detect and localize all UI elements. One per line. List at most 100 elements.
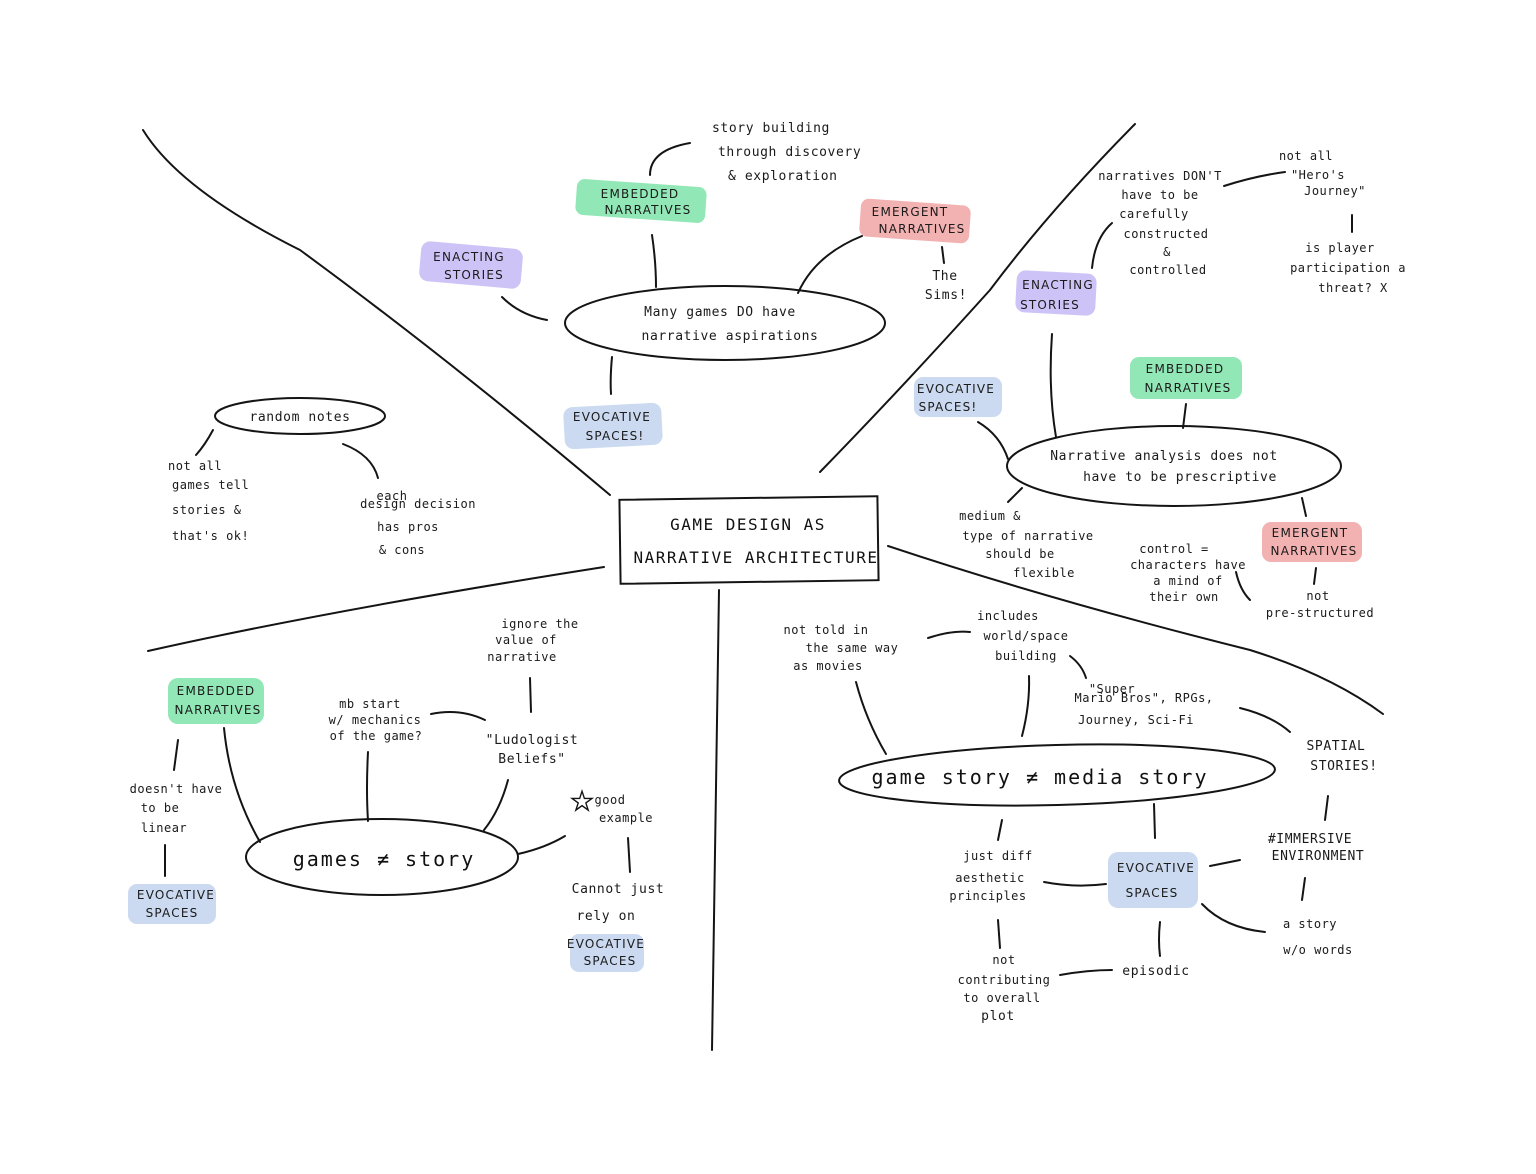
- center-title-line1: GAME DESIGN AS: [670, 515, 826, 534]
- random-notes-oval: [214, 397, 386, 435]
- linear-l2: to be: [141, 801, 180, 815]
- threat-l3: threat? X: [1318, 281, 1388, 295]
- notpre-l2: pre-structured: [1266, 606, 1374, 620]
- sims-l1: The: [932, 269, 957, 284]
- connector-nottold: [855, 681, 887, 755]
- connector-notpre: [1313, 567, 1317, 585]
- connector-sims: [941, 246, 945, 264]
- connector-enacting-top: [501, 296, 548, 321]
- connector-nottold-includes: [927, 630, 971, 639]
- connector-notall: [195, 429, 214, 456]
- nottold-l2: the same way: [806, 641, 899, 655]
- top-quadrant: Many games DO have narrative aspirations…: [419, 121, 971, 450]
- ignore-l1: ignore the: [501, 617, 578, 631]
- super-l1: "Super: [1089, 682, 1135, 696]
- threat-l1: is player: [1305, 241, 1375, 255]
- games-story-label: games ≠ story: [293, 847, 476, 871]
- nottold-l3: as movies: [793, 659, 863, 673]
- emergent-highlight-right: [1262, 522, 1362, 562]
- spatial-l1: SPATIAL: [1307, 739, 1366, 754]
- center-topic: GAME DESIGN AS NARRATIVE ARCHITECTURE: [618, 495, 880, 585]
- connector-enacting-right: [1049, 333, 1057, 438]
- center-box: [618, 495, 880, 585]
- medium-l4: flexible: [1013, 566, 1075, 580]
- connector-mechanics-ludo: [430, 711, 486, 721]
- cant-l1: Cannot just: [572, 882, 665, 897]
- notall-l3: stories &: [172, 503, 242, 517]
- each-l2: design decision: [360, 497, 476, 511]
- embedded-top-l1: EMBEDDED: [601, 187, 680, 201]
- sims-l2: Sims!: [925, 288, 967, 303]
- embedded-highlight-right: [1130, 357, 1242, 399]
- connector-evocative-immersive: [1209, 859, 1241, 867]
- bottom-right-quadrant: game story ≠ media story not told in the…: [784, 609, 1378, 1024]
- ignore-l2: value of: [495, 633, 557, 647]
- connector-notcontrib-episodic: [1059, 969, 1113, 976]
- bottom-left-quadrant: games ≠ story ignore the value of narrat…: [128, 617, 664, 972]
- threat-l2: participation a: [1290, 261, 1406, 275]
- embedded-right-l2: NARRATIVES: [1145, 381, 1232, 395]
- divider-top-left: [142, 129, 611, 496]
- includes-l1: includes: [977, 609, 1039, 623]
- evocative-highlight-bl: [128, 884, 216, 924]
- connector-embedded-top: [651, 234, 657, 288]
- connector-mechanics: [366, 751, 369, 822]
- divider-lines: [142, 123, 1384, 1051]
- connector-embedded-right: [1182, 403, 1187, 429]
- each-l3: has pros: [377, 520, 439, 534]
- games-story-oval: [245, 818, 519, 896]
- medium-l3: should be: [985, 547, 1055, 561]
- connector-embedded-bl: [223, 727, 261, 843]
- game-story-label: game story ≠ media story: [872, 765, 1209, 789]
- ignore-l3: narrative: [487, 650, 557, 664]
- embedded-top-l2: NARRATIVES: [605, 203, 692, 217]
- connector-evocative-astory: [1201, 903, 1266, 933]
- each-l1: each: [377, 489, 408, 503]
- right-main-l1: Narrative analysis does not: [1050, 449, 1278, 464]
- nottold-l1: not told in: [784, 623, 869, 637]
- evocative-highlight-bl2: [570, 934, 644, 972]
- connector-linear-top: [173, 739, 179, 771]
- dont-l2: have to be: [1121, 188, 1198, 202]
- connector-ignore: [529, 677, 532, 713]
- divider-bottom-center: [711, 589, 720, 1051]
- embedded-highlight-bl: [168, 678, 264, 724]
- super-l3: Journey, Sci-Fi: [1078, 713, 1194, 727]
- connector-cant: [627, 837, 631, 873]
- evocative-br-l2: SPACES: [1126, 886, 1179, 900]
- connector-evocative-right: [977, 421, 1009, 460]
- evocative-top-l2: SPACES!: [586, 429, 645, 443]
- ludo-l2: Beliefs": [498, 752, 565, 767]
- connector-notcontrib: [997, 919, 1001, 949]
- justdiff-l2: aesthetic: [955, 871, 1025, 885]
- top-main-oval: [564, 285, 886, 361]
- notpre-l1: not: [1306, 589, 1329, 603]
- enacting-highlight-right: [1015, 270, 1097, 316]
- mechanics-l2: w/ mechanics: [329, 713, 422, 727]
- evocative-right-l1: EVOCATIVE: [917, 382, 995, 396]
- notall-l2: games tell: [172, 478, 249, 492]
- notcontrib-l1: not: [992, 953, 1015, 967]
- evocative-highlight-br: [1108, 852, 1198, 908]
- star-icon: ★: [570, 787, 593, 817]
- story-building-l1: story building: [712, 121, 830, 136]
- notall-l4: that's ok!: [172, 529, 249, 543]
- spatial-l2: STORIES!: [1310, 759, 1377, 774]
- connector-story-building: [649, 142, 691, 176]
- each-l4: & cons: [379, 543, 425, 557]
- dont-l4: constructed: [1124, 227, 1209, 241]
- connector-ludo: [483, 779, 509, 831]
- evocative-bl-l2: SPACES: [146, 906, 199, 920]
- notall-l1: not all: [168, 459, 222, 473]
- divider-bottom-right: [887, 545, 1384, 715]
- evocative-bl2-l1: EVOCATIVE: [567, 937, 645, 951]
- left-quadrant: random notes not all games tell stories …: [168, 397, 476, 557]
- random-notes-label: random notes: [249, 410, 350, 425]
- top-main-line1: Many games DO have: [644, 305, 796, 320]
- notcontrib-l2: contributing: [958, 973, 1051, 987]
- connector-example: [517, 835, 566, 855]
- immersive-l1: #IMMERSIVE: [1268, 832, 1352, 847]
- game-story-oval: [838, 743, 1276, 807]
- embedded-bl-l1: EMBEDDED: [177, 684, 256, 698]
